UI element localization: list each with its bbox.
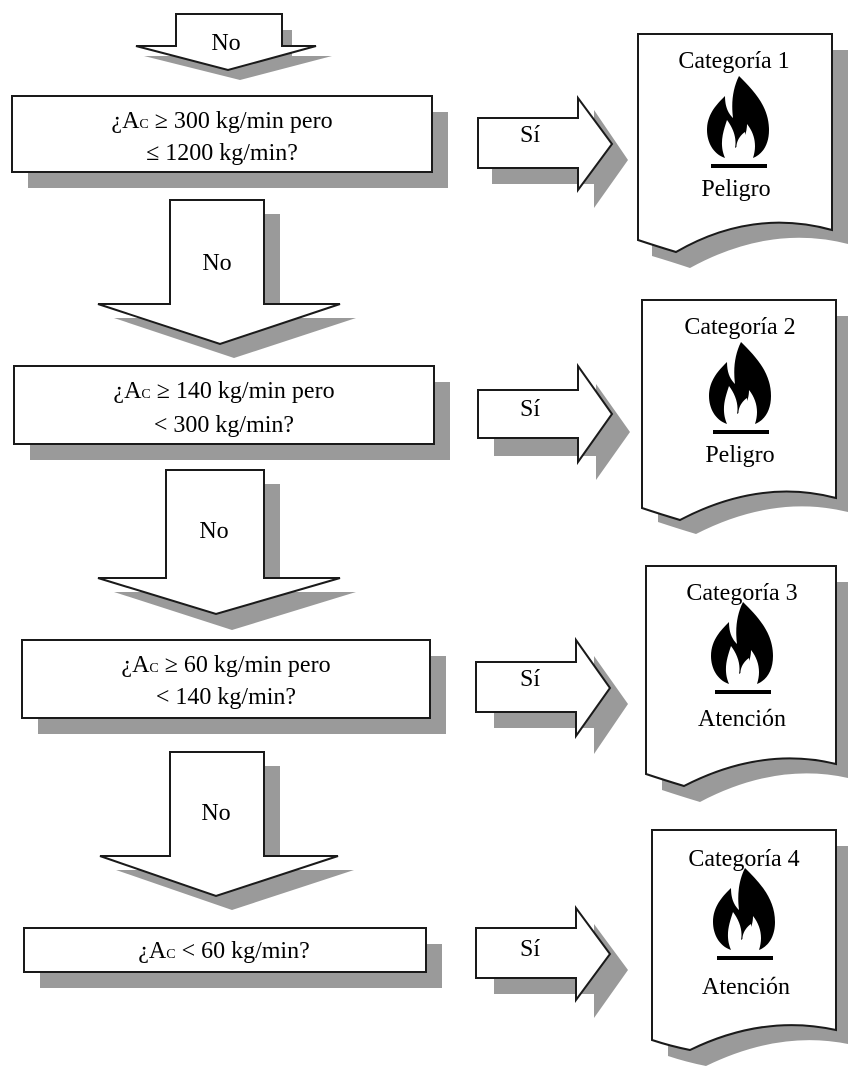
result-2-signal-word: Peligro — [705, 442, 774, 468]
yes-arrow-1: Sí — [477, 94, 628, 208]
result-3-category: Categoría 3 — [686, 580, 797, 606]
question-box-2: ¿AC ≥ 140 kg/min pero < 300 kg/min? — [13, 365, 450, 460]
result-1-signal-word: Peligro — [701, 176, 770, 202]
question-2-line2: < 300 kg/min? — [154, 412, 294, 438]
result-4-signal-word: Atención — [702, 974, 790, 1000]
no-arrow-3: No — [99, 751, 354, 910]
no-arrow-1: No — [97, 199, 356, 358]
no-label: No — [199, 518, 228, 544]
no-label: No — [211, 30, 240, 56]
result-3-signal-word: Atención — [698, 706, 786, 732]
result-1-category: Categoría 1 — [678, 48, 789, 74]
result-2-category: Categoría 2 — [684, 314, 795, 340]
question-box-1: ¿AC ≥ 300 kg/min pero ≤ 1200 kg/min? — [11, 95, 448, 188]
no-arrow-0: No — [135, 13, 332, 80]
result-card-4: Categoría 4 Atención — [651, 829, 848, 1066]
no-arrow-2: No — [97, 469, 356, 630]
yes-label: Sí — [520, 666, 540, 692]
question-box-4: ¿AC < 60 kg/min? — [23, 927, 442, 988]
result-4-category: Categoría 4 — [688, 846, 799, 872]
question-1-line2: ≤ 1200 kg/min? — [146, 140, 298, 166]
yes-arrow-4: Sí — [475, 904, 628, 1018]
yes-label: Sí — [520, 396, 540, 422]
question-2-line1: ¿AC ≥ 140 kg/min pero — [113, 378, 334, 404]
yes-label: Sí — [520, 936, 540, 962]
no-label: No — [201, 800, 230, 826]
question-box-3: ¿AC ≥ 60 kg/min pero < 140 kg/min? — [21, 639, 446, 734]
question-1-line1: ¿AC ≥ 300 kg/min pero — [111, 108, 332, 134]
question-3-line1: ¿AC ≥ 60 kg/min pero — [121, 652, 330, 678]
yes-arrow-3: Sí — [475, 636, 628, 754]
result-card-2: Categoría 2 Peligro — [641, 299, 848, 534]
yes-arrow-2: Sí — [477, 362, 630, 480]
result-card-1: Categoría 1 Peligro — [637, 33, 848, 268]
result-card-3: Categoría 3 Atención — [645, 565, 848, 802]
no-label: No — [202, 250, 231, 276]
yes-label: Sí — [520, 122, 540, 148]
question-3-line2: < 140 kg/min? — [156, 684, 296, 710]
question-4-line1: ¿AC < 60 kg/min? — [138, 938, 310, 964]
